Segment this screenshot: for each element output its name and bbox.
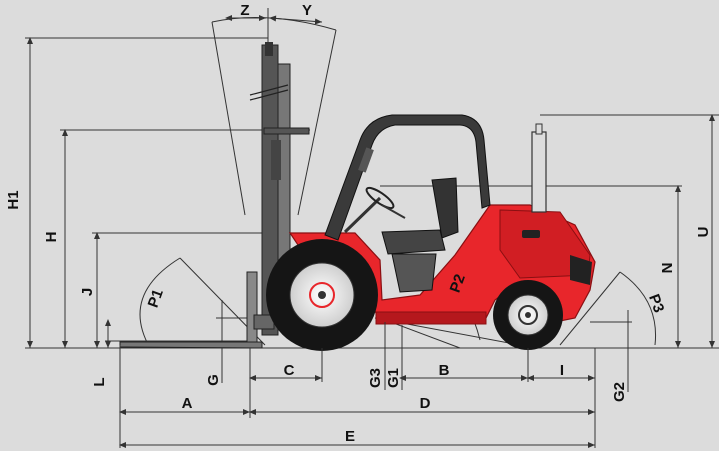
exhaust-pipe	[531, 131, 547, 213]
label-c: C	[284, 362, 295, 379]
mast-tilt-lines	[211, 8, 337, 216]
cab-frame	[324, 114, 491, 241]
label-n: N	[659, 263, 676, 274]
label-h1: H1	[5, 190, 22, 209]
label-p3: P3	[645, 292, 667, 315]
rear-wheel	[493, 280, 563, 350]
label-y: Y	[302, 2, 312, 19]
right-dimension-lines	[380, 114, 719, 392]
front-wheel	[266, 239, 378, 351]
mast	[249, 42, 310, 336]
label-d: D	[420, 395, 431, 412]
bottom-dimension-lines	[119, 322, 596, 448]
label-e: E	[345, 428, 355, 445]
exhaust-cap	[535, 123, 543, 135]
forks	[119, 271, 275, 349]
label-b: B	[439, 362, 450, 379]
height-dimension-lines	[25, 37, 330, 383]
label-g1: G1	[385, 368, 402, 388]
operator-seat	[381, 177, 459, 293]
label-a: A	[182, 395, 193, 412]
label-p1: P1	[145, 287, 167, 310]
label-i: I	[560, 362, 564, 379]
label-g: G	[205, 374, 222, 386]
label-p2: P2	[447, 272, 469, 295]
label-u: U	[695, 227, 712, 238]
label-l: L	[91, 377, 108, 386]
label-g3: G3	[367, 368, 384, 388]
label-g2: G2	[611, 382, 628, 402]
label-z: Z	[240, 2, 249, 19]
label-h: H	[43, 232, 60, 243]
label-j: J	[79, 288, 96, 296]
steering-wheel	[343, 186, 406, 234]
